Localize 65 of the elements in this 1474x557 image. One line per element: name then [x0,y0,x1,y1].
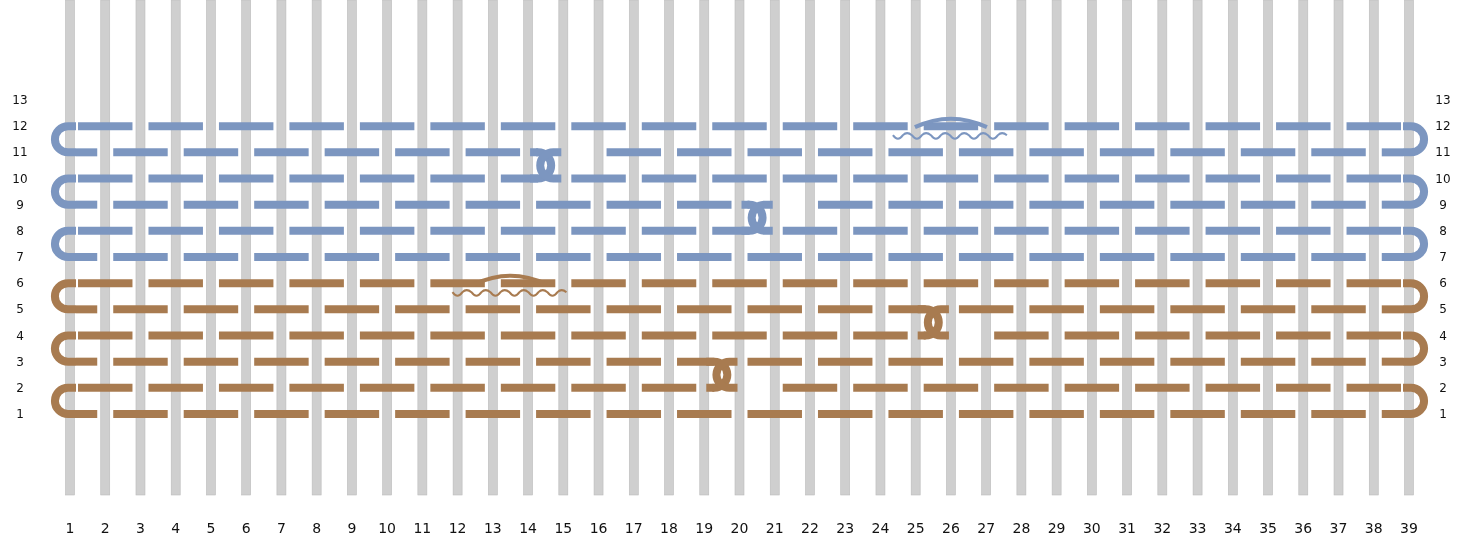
row-number: 10 [12,171,28,186]
row-number: 2 [16,380,24,395]
warp-number: 26 [942,520,960,536]
row-number: 1 [1439,407,1447,421]
warp-number: 28 [1012,520,1031,536]
warp-number: 5 [206,520,216,536]
row-number: 5 [16,302,24,317]
warp-number: 19 [695,520,714,536]
warp-number: 34 [1223,520,1242,536]
row-number: 8 [16,223,24,238]
row-number: 13 [1435,93,1451,107]
row-number: 7 [16,250,24,264]
row-number: 8 [1439,223,1447,238]
row-number: 3 [1439,354,1447,369]
warp-number: 33 [1188,520,1207,536]
row-number: 12 [12,119,28,134]
warp-number: 32 [1153,520,1172,536]
warp-number: 30 [1082,520,1101,536]
warp-number: 11 [413,520,432,536]
warp-number: 18 [660,520,678,536]
row-number: 13 [12,93,28,107]
warp-number: 29 [1047,520,1066,536]
row-number: 1 [16,407,24,421]
warp-number: 22 [801,520,819,536]
warp-number: 31 [1118,520,1136,536]
warp-number: 2 [100,520,110,536]
row-number: 3 [16,354,24,369]
warp-number: 13 [483,520,502,536]
warp-number: 7 [276,520,286,536]
warp-number: 3 [136,520,145,536]
warp-number: 4 [171,520,181,536]
warp-number: 21 [765,520,784,536]
warp-number: 14 [519,520,537,536]
warp-number: 39 [1400,520,1418,536]
warp-number: 17 [624,520,643,536]
row-number: 12 [1435,119,1451,134]
warp-number: 6 [241,520,251,536]
row-number: 2 [1439,380,1447,395]
warp-number: 24 [871,520,890,536]
warp-number: 10 [378,520,397,536]
warp-number: 27 [977,520,996,536]
warp-number: 23 [836,520,855,536]
warp-number: 16 [589,520,608,536]
row-number: 9 [1439,197,1447,212]
warp-number: 1 [65,520,75,536]
row-number: 4 [1439,328,1447,343]
row-number: 5 [1439,302,1447,317]
row-number: 11 [12,145,28,160]
warp-number: 20 [730,520,749,536]
row-number: 11 [1435,145,1451,160]
row-number: 4 [16,328,24,343]
warp-number: 8 [312,520,322,536]
warp-number: 38 [1364,520,1383,536]
row-number: 6 [1439,276,1447,291]
warp-number: 35 [1259,520,1277,536]
warp-number: 37 [1329,520,1348,536]
row-number: 10 [1435,171,1451,186]
warp-number: 12 [448,520,467,536]
warp-number: 9 [347,520,357,536]
warp-number: 25 [906,520,925,536]
row-number: 9 [16,197,24,212]
warp-number: 36 [1294,520,1313,536]
warp-number: 15 [554,520,573,536]
row-number: 7 [1439,250,1447,264]
row-number: 6 [16,276,24,291]
